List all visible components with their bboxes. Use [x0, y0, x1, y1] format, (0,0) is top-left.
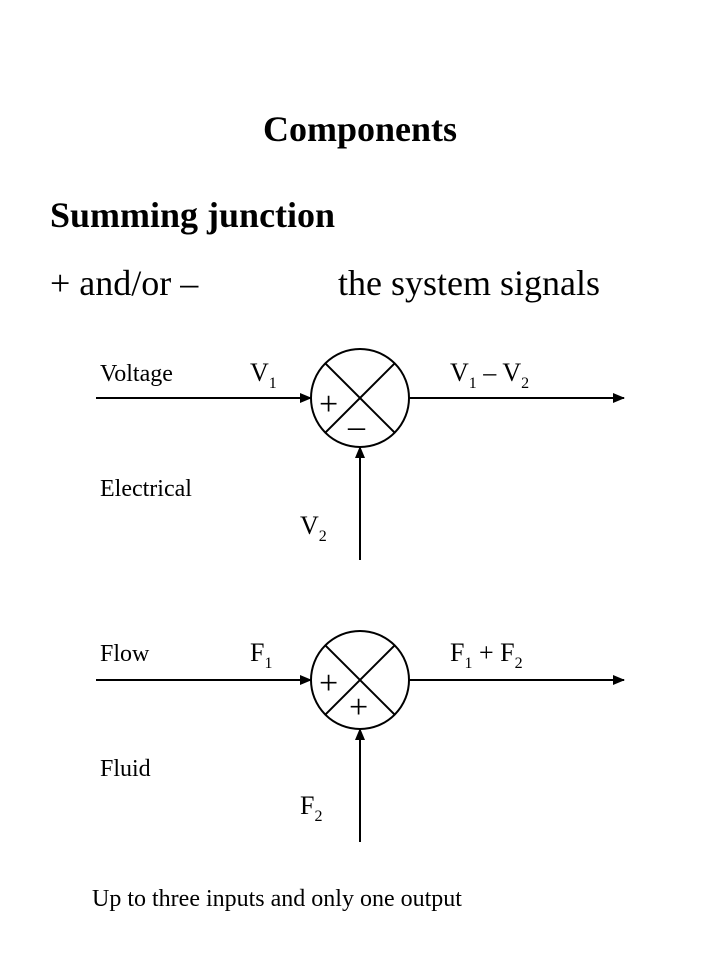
electrical-domain-label: Electrical — [100, 476, 192, 502]
fluid-input2-label: F2 — [300, 791, 322, 825]
fluid-sign-left: + — [319, 665, 338, 702]
section-heading: Summing junction — [50, 195, 336, 235]
electrical-quantity-label: Voltage — [100, 361, 173, 387]
footer-note: Up to three inputs and only one output — [92, 886, 462, 912]
fluid-input1-label: F1 — [250, 638, 272, 672]
system-signals-text: the system signals — [338, 263, 600, 303]
fluid-output-label: F1 + F2 — [450, 638, 523, 672]
electrical-cross-line-2 — [324, 362, 396, 434]
electrical-output-label: V1 – V2 — [450, 358, 529, 392]
fluid-quantity-label: Flow — [100, 641, 150, 667]
electrical-input1-label: V1 — [250, 358, 277, 392]
fluid-junction: Flow F1 F1 + F2 + + Fluid F2 — [96, 630, 625, 842]
electrical-input2-label: V2 — [300, 511, 327, 545]
signal-operation-text: + and/or – — [50, 263, 199, 303]
electrical-sign-bottom: – — [347, 408, 366, 445]
electrical-junction: Voltage V1 V1 – V2 + – Electrical V2 — [96, 348, 625, 560]
fluid-cross-line-2 — [324, 644, 396, 716]
fluid-sign-bottom: + — [349, 689, 368, 726]
fluid-domain-label: Fluid — [100, 756, 151, 782]
page-title: Components — [262, 109, 458, 149]
electrical-sign-left: + — [319, 386, 338, 423]
